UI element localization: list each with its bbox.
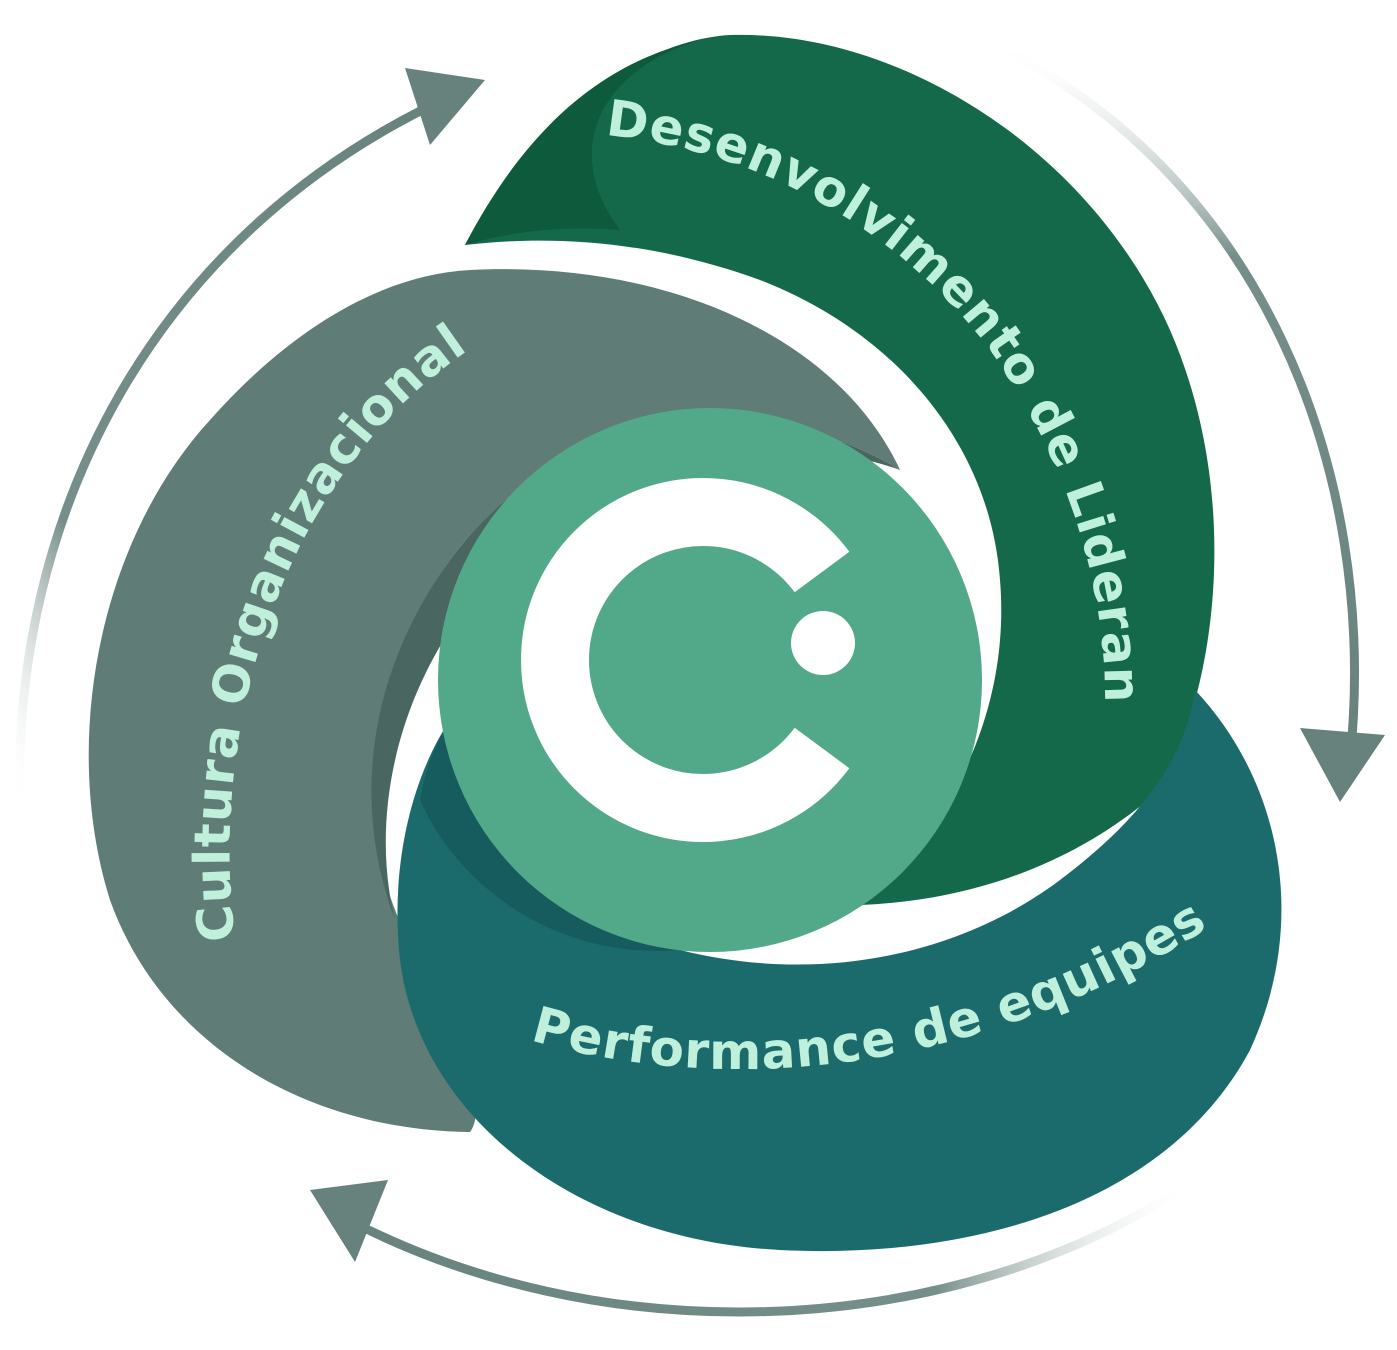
logo-dot [791,611,855,675]
arrow-arc-bottom [325,1175,1200,1317]
cycle-arrow-right [980,35,1385,802]
segment-desenvolvimento-lideranca [465,34,1215,905]
logo-c-arc [521,478,850,842]
arrowhead-top-left-icon [405,68,485,145]
arrowhead-right-icon [1300,728,1385,802]
segment-lideranca-inner-shade [465,40,700,245]
segment-lideranca-shape [465,34,1215,905]
c-dot-logo-icon [521,478,855,842]
center-badge [438,408,982,952]
arrowhead-bottom-icon [310,1180,388,1262]
arrow-arc-top-left [15,87,465,815]
arrow-arc-right [980,35,1359,765]
cycle-arrow-top-left [15,68,485,815]
segment-cultura-shape [88,269,901,1132]
cycle-arrow-bottom [310,1175,1200,1317]
segment-equipes-shape [397,690,1282,1252]
